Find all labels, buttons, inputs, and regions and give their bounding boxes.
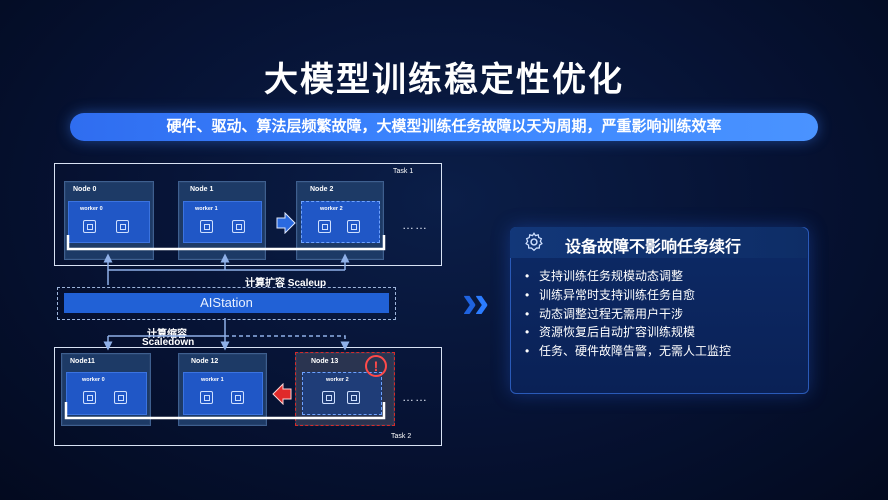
- migrate-right-arrow-icon: [276, 212, 296, 234]
- task1-box: [54, 163, 442, 266]
- gpu-chip-icon: [200, 391, 213, 404]
- gpu-chip-icon: [347, 220, 360, 233]
- gpu-chip-icon: [232, 220, 245, 233]
- scaledown-label-line1: 计算缩容: [147, 329, 187, 340]
- task1-label: Task 1: [393, 168, 414, 175]
- gpu-chip-icon: [114, 391, 127, 404]
- node-label: Node 0: [73, 186, 97, 193]
- panel-item-text: 资源恢复后自动扩容训练规模: [539, 325, 696, 339]
- node-label: Node11: [70, 358, 95, 365]
- gpu-chip-icon: [231, 391, 244, 404]
- worker-card: [183, 201, 262, 243]
- feature-panel-header: [510, 227, 807, 258]
- panel-list-item: •资源恢复后自动扩容训练规模: [525, 325, 696, 339]
- gpu-chip-icon: [83, 220, 96, 233]
- more-nodes-ellipsis: ……: [402, 218, 428, 232]
- panel-list-item: •动态调整过程无需用户干涉: [525, 307, 684, 321]
- architecture-diagram: Task 1 Node 0 worker 0 Node 1 worker 1 N…: [54, 163, 442, 446]
- gear-icon: [525, 232, 543, 252]
- panel-item-text: 支持训练任务规模动态调整: [539, 269, 684, 283]
- worker-label: worker 2: [320, 206, 343, 212]
- task2-label: Task 2: [391, 433, 412, 440]
- scaleup-label: 计算扩容 Scaleup: [245, 278, 327, 289]
- migrate-left-arrow-icon: [272, 383, 292, 405]
- worker-label: worker 2: [326, 377, 349, 383]
- scaledown-label-line2: Scaledown: [142, 337, 195, 348]
- gpu-chip-icon: [200, 220, 213, 233]
- worker-card: [68, 201, 150, 243]
- chevron-right-icon: ›: [462, 275, 478, 327]
- worker-card: [301, 201, 380, 243]
- panel-title: 设备故障不影响任务续行: [565, 239, 742, 256]
- subtitle-banner: 硬件、驱动、算法层频繁故障，大模型训练任务故障以天为周期，严重影响训练效率: [70, 113, 818, 141]
- gpu-chip-icon: [83, 391, 96, 404]
- panel-list-item: •任务、硬件故障告警，无需人工监控: [525, 344, 732, 358]
- worker-label: worker 1: [195, 206, 218, 212]
- worker-card: [302, 372, 382, 415]
- gpu-chip-icon: [318, 220, 331, 233]
- more-nodes-ellipsis: ……: [402, 390, 428, 404]
- gpu-chip-icon: [322, 391, 335, 404]
- worker-label: worker 0: [80, 206, 103, 212]
- node-label: Node 1: [190, 186, 214, 193]
- panel-list-item: •支持训练任务规模动态调整: [525, 269, 684, 283]
- task2-box: [54, 347, 442, 446]
- worker-label: worker 1: [201, 377, 224, 383]
- panel-item-text: 任务、硬件故障告警，无需人工监控: [539, 344, 732, 358]
- worker-card: [183, 372, 263, 415]
- panel-item-text: 训练异常时支持训练任务自愈: [539, 288, 696, 302]
- node-label: Node 12: [191, 358, 219, 365]
- aistation-bar: AIStation: [64, 293, 389, 313]
- aistation-frame: [57, 287, 396, 320]
- worker-card: [66, 372, 147, 415]
- worker-label: worker 0: [82, 377, 105, 383]
- panel-item-text: 动态调整过程无需用户干涉: [539, 307, 684, 321]
- connector-lines: [103, 253, 350, 351]
- node-label: Node 13: [311, 358, 339, 365]
- node-label: Node 2: [310, 186, 334, 193]
- gpu-chip-icon: [347, 391, 360, 404]
- exclamation-icon: !: [365, 355, 387, 377]
- panel-list-item: •训练异常时支持训练任务自愈: [525, 288, 696, 302]
- chevron-right-icon: ›: [474, 275, 490, 327]
- gpu-chip-icon: [116, 220, 129, 233]
- page-title: 大模型训练稳定性优化: [264, 61, 624, 99]
